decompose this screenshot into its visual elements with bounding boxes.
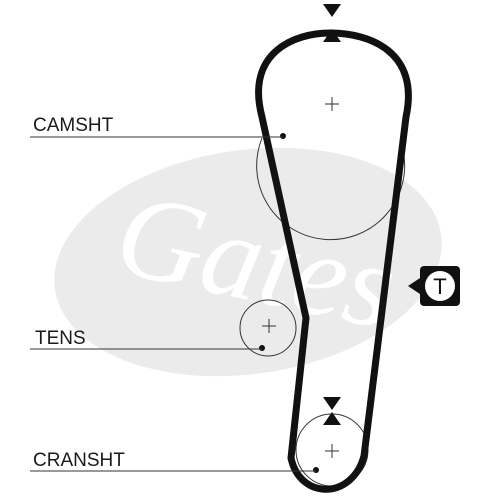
tension-marker-icon: T [408,266,460,306]
center-cross-icon [262,319,276,333]
timing-mark-bottom-icon [323,397,341,425]
tension-symbol: T [433,274,446,299]
timing-mark-top-icon [323,4,341,42]
timing-belt [255,29,412,493]
crankshaft-label: CRANSHT [33,450,125,471]
camshaft-label: CAMSHT [33,115,114,136]
tensioner-label: TENS [35,328,86,349]
center-cross-icon [325,444,339,458]
brand-watermark: Gates [54,147,442,377]
center-cross-icon [325,97,339,111]
